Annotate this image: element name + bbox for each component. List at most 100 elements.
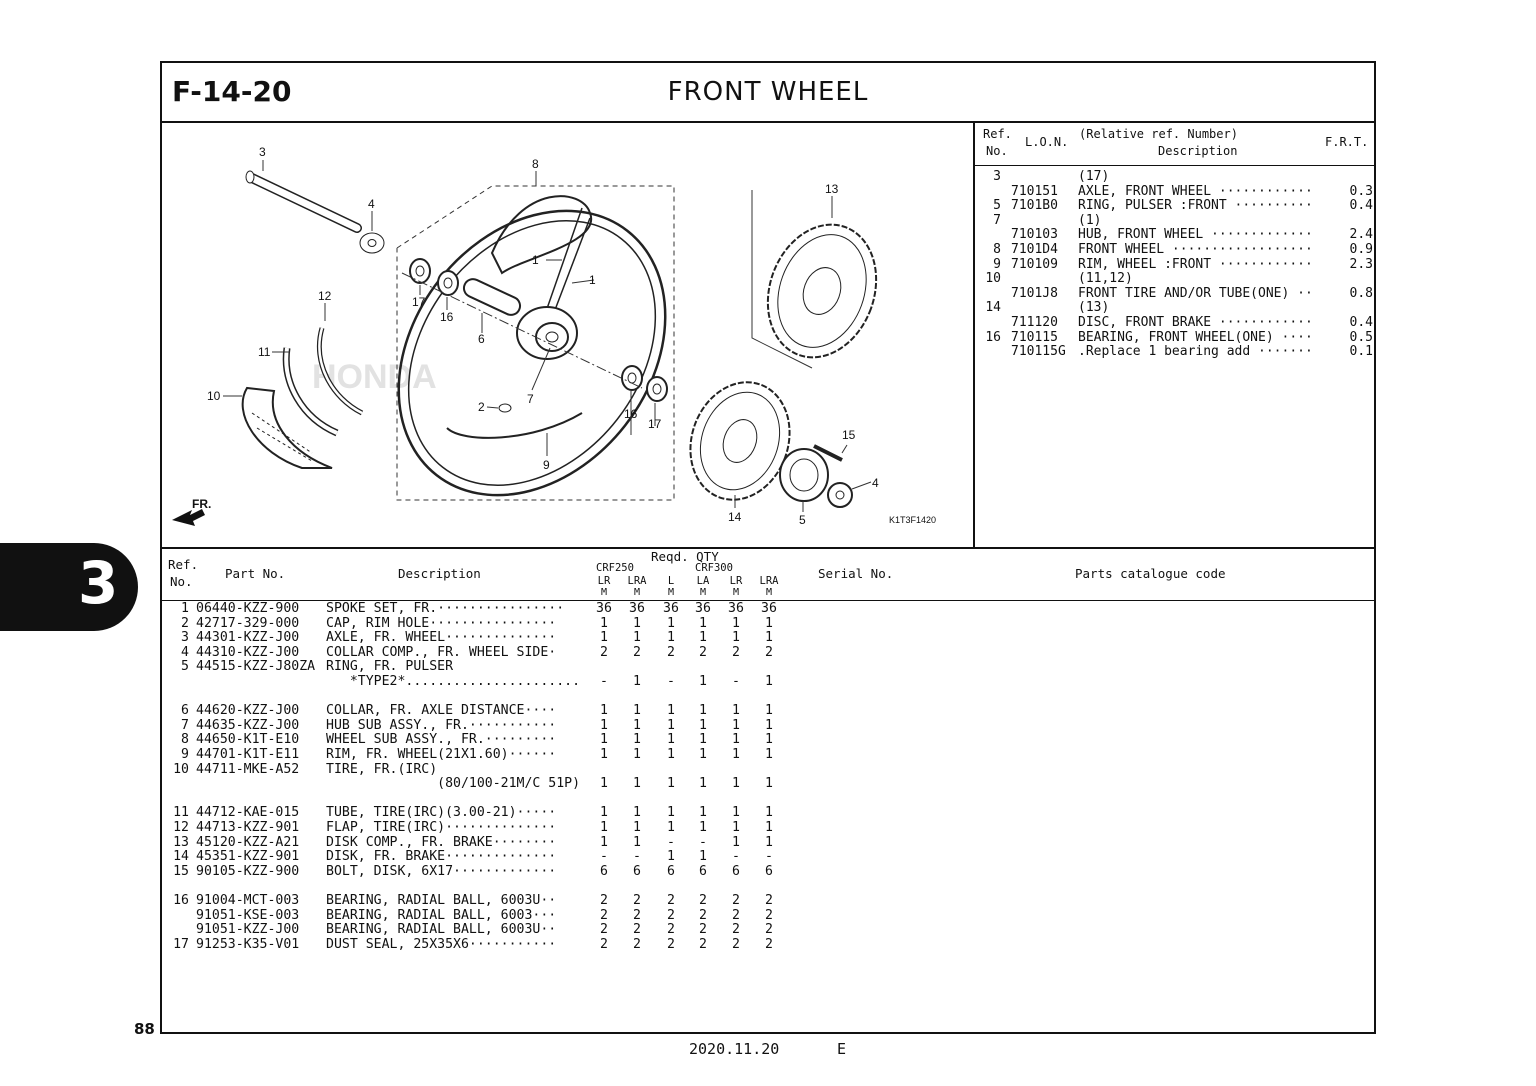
- parts-qty-cell: 2: [699, 922, 707, 938]
- callout-12: 12: [318, 289, 332, 303]
- parts-number-cell: 44650-K1T-E10: [196, 732, 300, 748]
- parts-qty-cell: 6: [600, 863, 608, 879]
- parts-number-cell: 91004-MCT-003: [196, 893, 300, 908]
- parts-header-crf300: CRF300: [695, 562, 733, 574]
- parts-number-cell: 44620-KZZ-J00: [196, 703, 300, 719]
- parts-qty-cell: 1: [667, 717, 675, 733]
- parts-qty-cell: 2: [765, 907, 773, 923]
- parts-qty-cell: 2: [633, 644, 641, 660]
- parts-qty-cell: 2: [633, 893, 641, 908]
- parts-header-description: Description: [398, 566, 481, 581]
- lon-code-cell: 711120: [1011, 315, 1058, 330]
- parts-row: 6 44620-KZZ-J00 COLLAR, FR. AXLE DISTANCE·…: [162, 703, 1374, 718]
- parts-desc-cell: *TYPE2*......................: [326, 674, 581, 689]
- parts-number-cell: 44515-KZZ-J80ZA: [196, 659, 316, 675]
- callout-4b: 4: [872, 476, 879, 490]
- parts-desc-cell: BOLT, DISK, 6X17·············: [326, 863, 557, 879]
- parts-number-cell: 44310-KZZ-J00: [196, 644, 300, 660]
- parts-qty-cell: 1: [633, 674, 641, 689]
- flap-part: [316, 327, 364, 416]
- parts-header-part-no: Part No.: [225, 566, 286, 581]
- parts-ref-cell: 6: [181, 703, 189, 719]
- lon-desc-cell: (17): [1078, 169, 1110, 184]
- qty-col-type: LR: [729, 575, 743, 587]
- pulser-ring-part: [779, 448, 829, 502]
- parts-qty-cell: 1: [667, 630, 675, 646]
- parts-number-cell: 91253-K35-V01: [196, 936, 300, 952]
- lon-header-relative: (Relative ref. Number): [1079, 127, 1238, 141]
- parts-qty-cell: 1: [633, 776, 641, 792]
- callout-13: 13: [825, 182, 839, 196]
- spoke-part: [541, 207, 591, 324]
- callout-17b: 17: [648, 417, 662, 431]
- parts-ref-cell: 5: [181, 659, 189, 675]
- parts-qty-cell: 6: [765, 863, 773, 879]
- parts-desc-cell: TIRE, FR.(IRC): [326, 761, 438, 777]
- footer-date: 2020.11.20: [689, 1040, 780, 1058]
- lon-ref-cell: 16: [985, 329, 1001, 345]
- parts-qty-cell: 1: [699, 717, 707, 733]
- parts-qty-cell: 1: [765, 732, 773, 748]
- parts-qty-cell: 1: [600, 615, 608, 631]
- parts-qty-cell: 1: [765, 834, 773, 850]
- parts-ref-cell: 12: [173, 820, 189, 835]
- parts-header-catalogue-code: Parts catalogue code: [1075, 566, 1226, 581]
- parts-qty-cell: 2: [765, 644, 773, 660]
- parts-qty-cell: -: [600, 674, 608, 689]
- parts-qty-cell: 1: [600, 820, 608, 835]
- lon-frt-cell: 2.3: [1349, 256, 1373, 272]
- lon-desc-cell: AXLE, FRONT WHEEL ············: [1078, 183, 1313, 199]
- parts-row: [162, 791, 1374, 806]
- parts-ref-cell: 17: [173, 936, 189, 952]
- parts-qty-cell: 6: [699, 863, 707, 879]
- lon-desc-cell: (1): [1078, 212, 1102, 228]
- lon-desc-cell: (13): [1078, 300, 1110, 316]
- parts-qty-cell: 2: [633, 922, 641, 938]
- collar-part: [359, 232, 385, 254]
- lon-frt-cell: 0.3: [1349, 183, 1373, 199]
- parts-qty-cell: 1: [732, 805, 740, 821]
- parts-qty-cell: 1: [732, 820, 740, 835]
- parts-number-cell: 44713-KZZ-901: [196, 820, 300, 835]
- parts-desc-cell: COLLAR, FR. AXLE DISTANCE····: [326, 703, 557, 719]
- parts-desc-cell: TUBE, TIRE(IRC)(3.00-21)·····: [326, 805, 557, 821]
- parts-qty-cell: 2: [699, 644, 707, 660]
- parts-qty-cell: 1: [667, 747, 675, 762]
- parts-qty-cell: 1: [699, 747, 707, 762]
- parts-qty-cell: 2: [732, 922, 740, 938]
- callout-11: 11: [258, 345, 271, 359]
- page-number: 88: [134, 1020, 155, 1038]
- parts-qty-cell: 2: [732, 893, 740, 908]
- callout-3: 3: [259, 145, 266, 159]
- parts-qty-cell: 1: [732, 732, 740, 748]
- watermark: HONDA: [312, 358, 437, 396]
- lon-frt-cell: 0.5: [1349, 329, 1373, 345]
- lon-table-header: Ref. No. L.O.N. (Relative ref. Number) D…: [975, 123, 1376, 166]
- parts-qty-cell: 1: [600, 630, 608, 646]
- parts-qty-cell: 1: [600, 805, 608, 821]
- parts-qty-cell: 36: [629, 601, 645, 616]
- parts-desc-cell: BEARING, RADIAL BALL, 6003U··: [326, 922, 557, 938]
- callout-1a: 1: [532, 253, 539, 267]
- parts-qty-cell: 1: [633, 703, 641, 719]
- lon-ref-cell: 7: [993, 212, 1001, 228]
- lon-code-cell: 7101B0: [1011, 198, 1058, 214]
- rim-cap-part: [498, 403, 512, 413]
- qty-col-type: LRA: [759, 575, 779, 587]
- parts-header-crf250: CRF250: [596, 562, 634, 574]
- parts-qty-cell: 1: [600, 732, 608, 748]
- lon-desc-cell: BEARING, FRONT WHEEL(ONE) ····: [1078, 329, 1313, 345]
- parts-qty-cell: 1: [633, 805, 641, 821]
- figure-id: F-14-20: [172, 75, 292, 108]
- qty-col-suffix: M: [600, 587, 608, 598]
- parts-qty-cell: -: [667, 674, 675, 689]
- parts-qty-cell: 2: [765, 922, 773, 938]
- parts-qty-cell: 1: [667, 703, 675, 719]
- parts-qty-cell: 1: [600, 747, 608, 762]
